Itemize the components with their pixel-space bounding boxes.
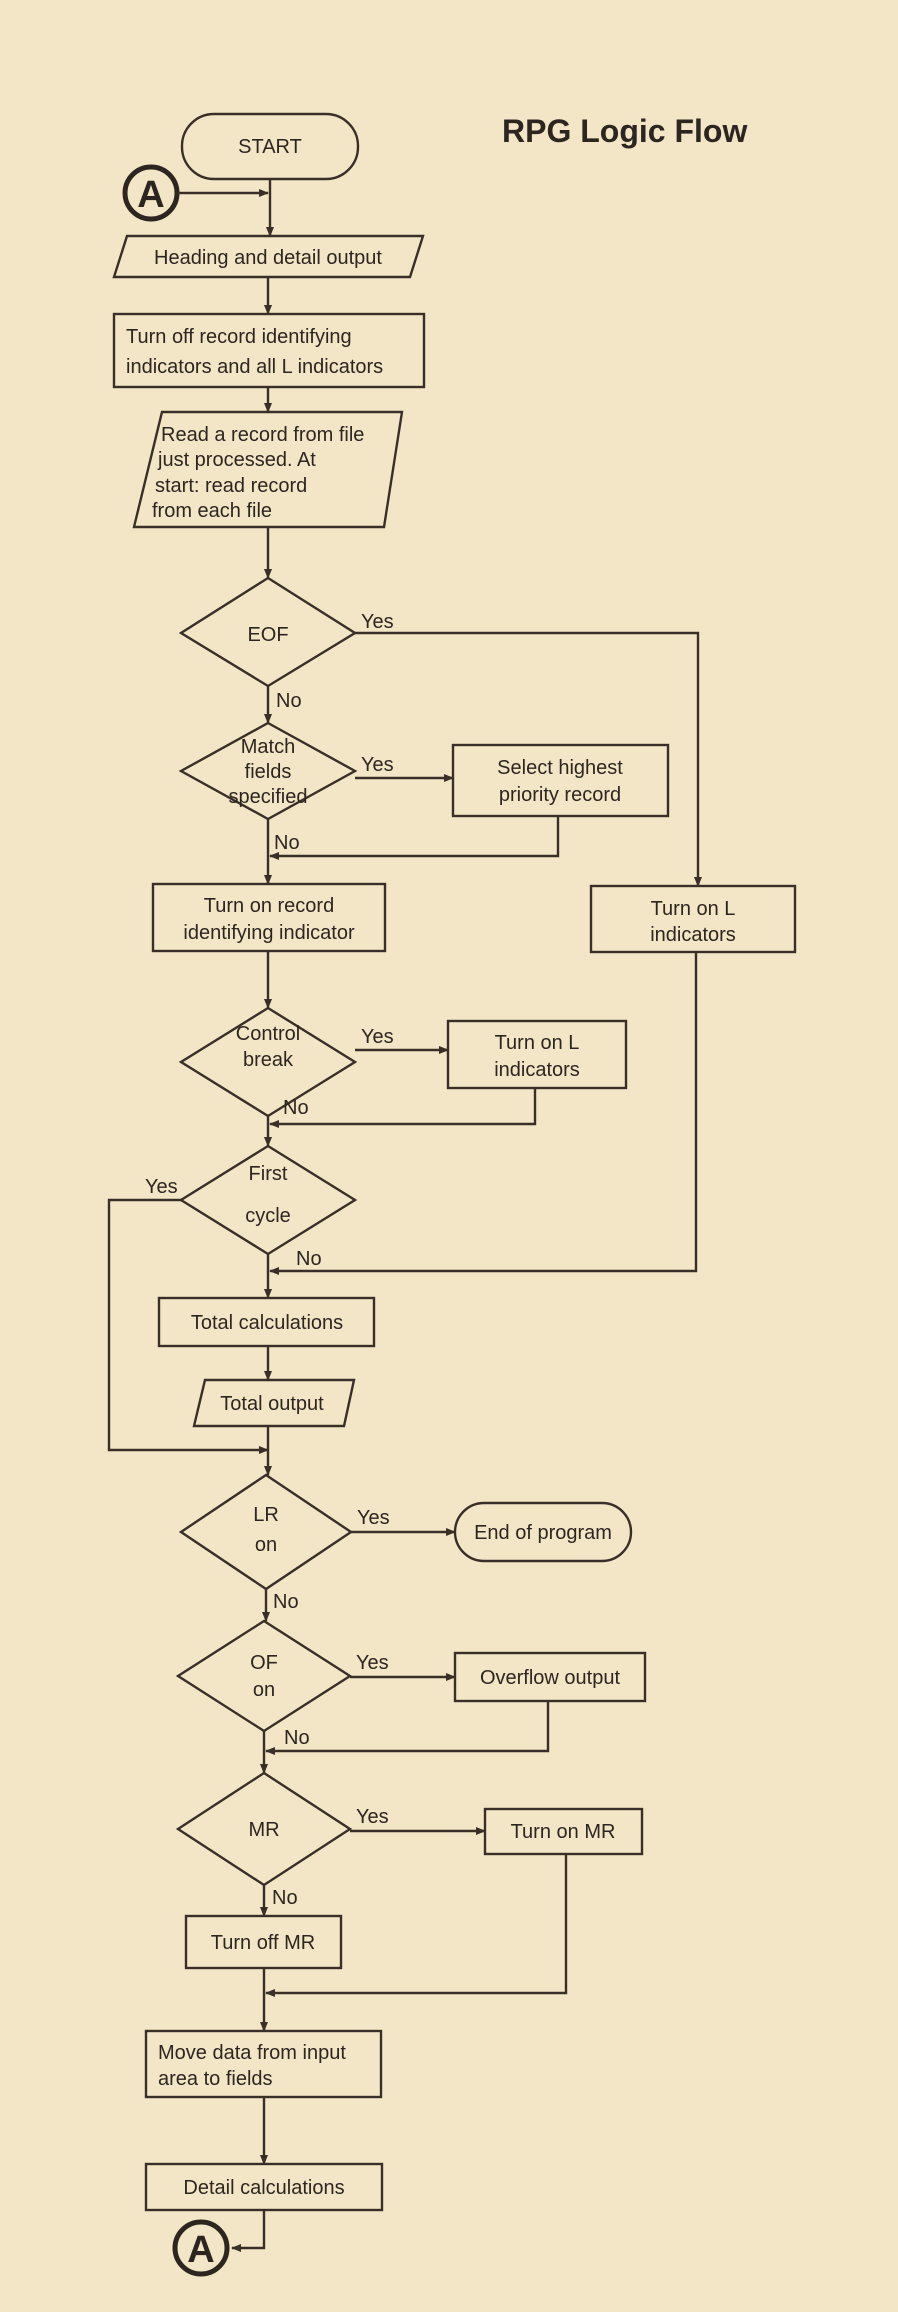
read-record-line2: just processed. At [157, 449, 316, 471]
flow-line [265, 1701, 550, 1755]
control-break-line2: break [243, 1049, 294, 1071]
of-on-yes-label: Yes [356, 1652, 389, 1674]
turn-off-indicators-line2: indicators and all L indicators [126, 356, 383, 378]
connector-a-bottom [172, 2219, 230, 2277]
overflow-output-box [453, 1651, 647, 1703]
flow-line [269, 816, 560, 860]
lr-on-decision [178, 1473, 354, 1591]
of-on-no-label: No [284, 1727, 310, 1749]
flow-line [231, 2210, 266, 2252]
eof-no-label: No [276, 690, 302, 712]
lr-on-no-label: No [273, 1591, 299, 1613]
control-break-yes-label: Yes [361, 1026, 394, 1048]
end-of-program-label: End of program [474, 1522, 612, 1544]
eof-yes-label: Yes [361, 611, 394, 633]
select-priority-box [451, 743, 670, 818]
detail-calculations-label: Detail calculations [183, 2177, 344, 2199]
flow-line [269, 952, 698, 1275]
cb-turn-on-l-line1: Turn on L [495, 1032, 580, 1054]
lr-on-yes-label: Yes [357, 1507, 390, 1529]
control-break-no-label: No [283, 1097, 309, 1119]
match-line2: fields [245, 761, 292, 783]
total-output [192, 1378, 356, 1428]
flow-line [269, 1088, 537, 1128]
turn-off-indicators-line1: Turn off record identifying [126, 326, 352, 348]
mr-no-label: No [272, 1887, 298, 1909]
move-data-line2: area to fields [158, 2068, 273, 2090]
read-record-line3: start: read record [155, 475, 307, 497]
mr-label: MR [248, 1819, 279, 1841]
read-record-line4: from each file [152, 500, 272, 522]
lr-on-line2: on [255, 1534, 277, 1556]
overflow-output-label: Overflow output [480, 1667, 621, 1689]
eof-turn-on-l-line2: indicators [650, 924, 736, 946]
flow-line [355, 631, 702, 887]
flow-line [265, 1854, 568, 1997]
eof-turn-on-l-box [589, 884, 797, 954]
read-record-input [132, 410, 404, 529]
turn-on-mr-label: Turn on MR [511, 1821, 616, 1843]
turn-on-record-line1: Turn on record [204, 895, 334, 917]
turn-on-record-line2: identifying indicator [183, 922, 355, 944]
total-calculations-box [157, 1296, 376, 1348]
total-output-label: Total output [220, 1393, 324, 1415]
heading-detail-output [112, 234, 425, 279]
control-break-line1: Control [236, 1023, 300, 1045]
turn-off-mr-label: Turn off MR [211, 1932, 315, 1954]
match-line3: specified [229, 786, 308, 808]
total-calculations-label: Total calculations [191, 1312, 343, 1334]
flow-line [107, 1198, 269, 1454]
first-cycle-yes-label: Yes [145, 1176, 178, 1198]
move-data-line1: Move data from input [158, 2042, 346, 2064]
connector-a-top-label: A [137, 174, 164, 216]
lr-on-line1: LR [253, 1504, 279, 1526]
eof-turn-on-l-line1: Turn on L [651, 898, 736, 920]
first-cycle-line1: First [249, 1163, 288, 1185]
connector-a-bottom-label: A [187, 2229, 214, 2271]
turn-on-mr-box [483, 1807, 644, 1856]
cb-turn-on-l-box [446, 1019, 628, 1090]
end-of-program-terminal [453, 1501, 633, 1563]
first-cycle-line2: cycle [245, 1205, 291, 1227]
page-title: RPG Logic Flow [502, 113, 747, 149]
select-priority-line2: priority record [499, 784, 621, 806]
match-no-label: No [274, 832, 300, 854]
mr-yes-label: Yes [356, 1806, 389, 1828]
eof-label: EOF [247, 624, 288, 646]
select-priority-line1: Select highest [497, 757, 623, 779]
read-record-line1: Read a record from file [161, 424, 364, 446]
heading-detail-output-label: Heading and detail output [154, 247, 382, 269]
of-on-decision [175, 1619, 353, 1733]
start-label: START [238, 136, 302, 158]
match-yes-label: Yes [361, 754, 394, 776]
of-on-line1: OF [250, 1652, 278, 1674]
of-on-line2: on [253, 1679, 275, 1701]
match-line1: Match [241, 736, 295, 758]
first-cycle-no-label: No [296, 1248, 322, 1270]
cb-turn-on-l-line2: indicators [494, 1059, 580, 1081]
